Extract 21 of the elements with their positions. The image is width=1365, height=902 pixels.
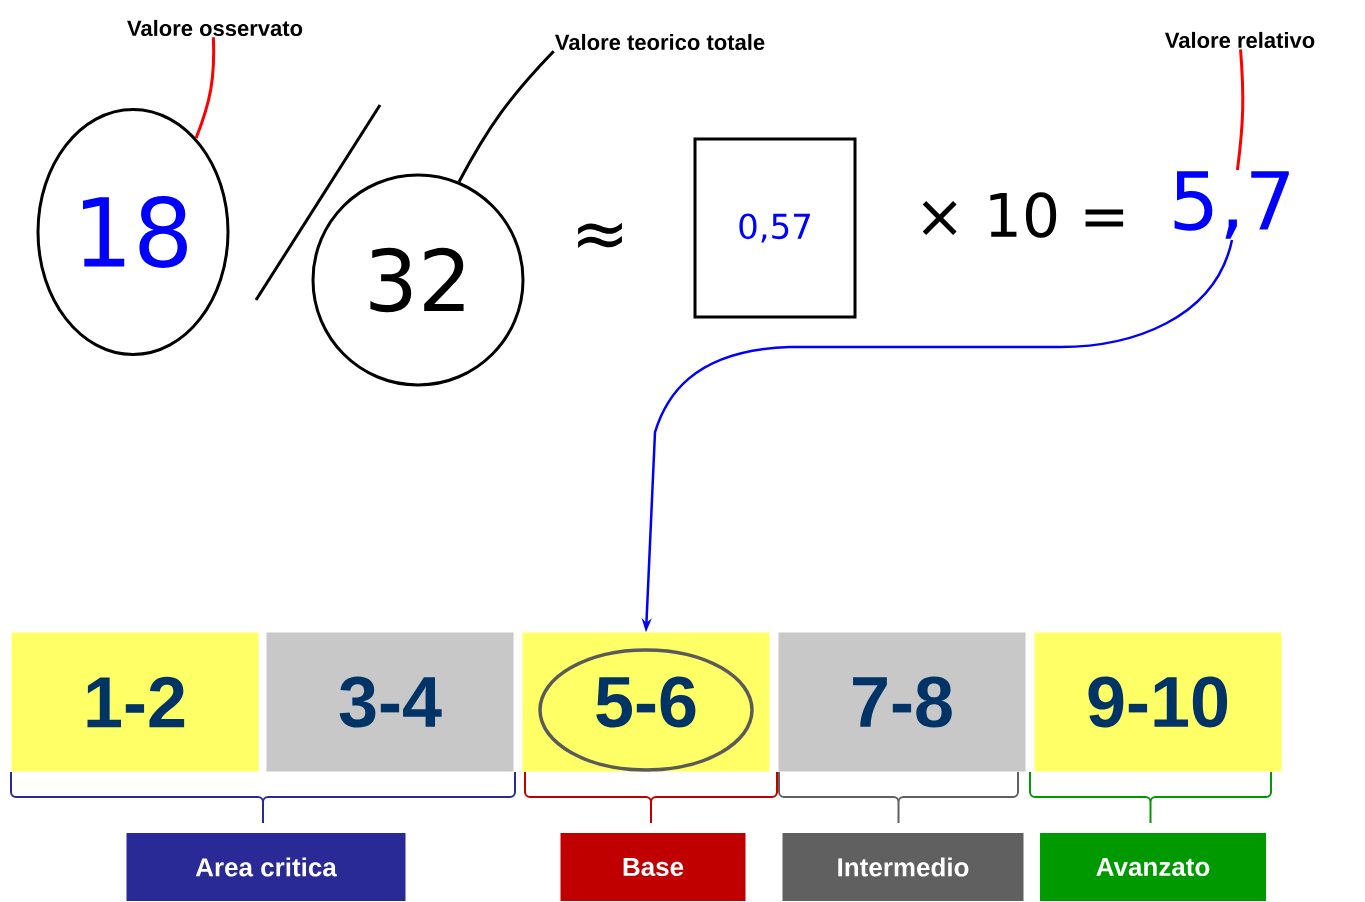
category-box: Intermedio <box>782 833 1024 901</box>
range-box: 1-2 <box>11 632 259 772</box>
category-box: Base <box>560 833 746 901</box>
callout-text: Valore relativo <box>1164 31 1315 49</box>
range-box: 9-10 <box>1034 632 1282 772</box>
range-box: 3-4 <box>266 632 514 772</box>
leader-line <box>457 50 555 183</box>
range-box: 5-6 <box>522 632 770 772</box>
approx-sign: ≈ <box>578 222 622 248</box>
callout-text: Valore osservato <box>127 19 303 37</box>
callout-text: Valore teorico totale <box>555 33 765 51</box>
leader-line <box>194 37 216 139</box>
category-box: Area critica <box>126 833 406 901</box>
leader-line <box>1235 49 1245 171</box>
handwritten-number: 5,7 <box>1174 171 1289 239</box>
category-box: Avanzato <box>1040 833 1266 901</box>
circled-number: 32 <box>311 173 525 387</box>
range-box: 7-8 <box>778 632 1026 772</box>
result-box: 0,57 <box>693 137 857 319</box>
handwritten-formula: × 10 = <box>922 192 1124 238</box>
circled-number: 18 <box>36 108 230 356</box>
